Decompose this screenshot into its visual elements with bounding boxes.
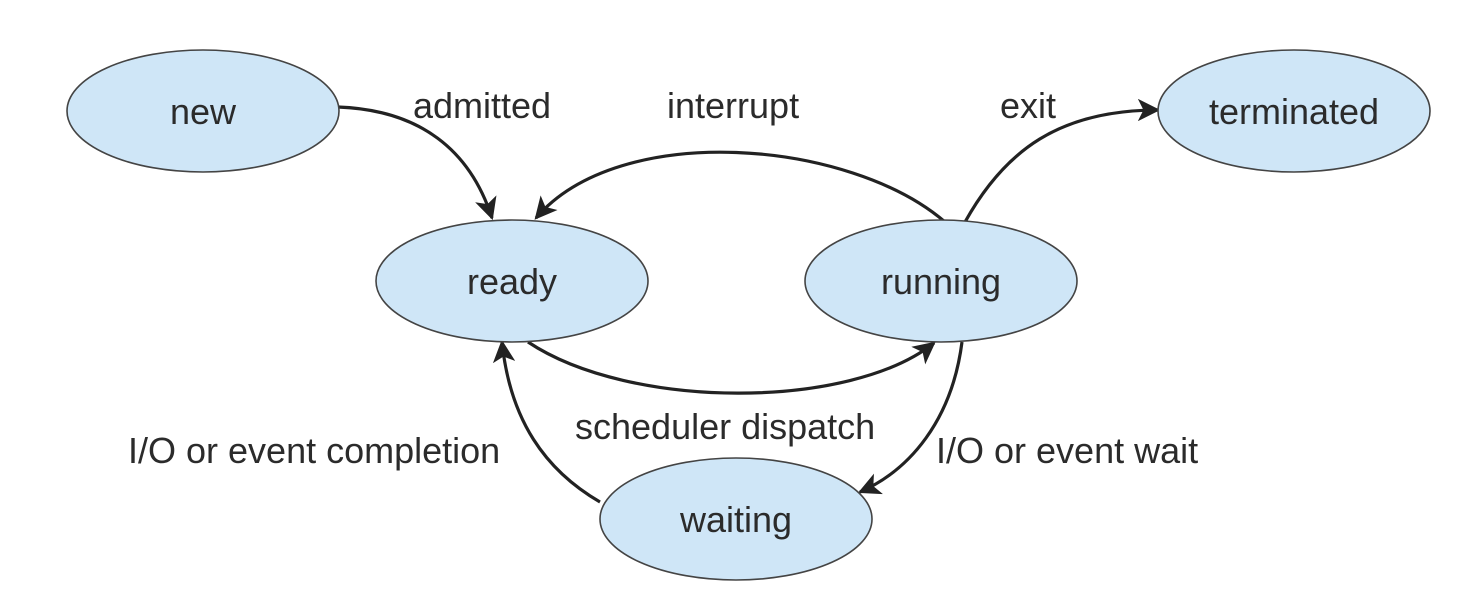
state-terminated-label: terminated [1209,91,1379,132]
label-io-event-wait: I/O or event wait [936,430,1198,471]
state-new-label: new [170,91,237,132]
edge-interrupt [534,150,947,224]
label-exit: exit [1000,85,1056,126]
label-io-event-completion: I/O or event completion [128,430,500,471]
state-waiting: waiting [599,457,873,581]
state-ready: ready [375,219,649,343]
edge-io-event-completion [492,339,601,504]
state-ready-label: ready [467,261,557,302]
state-running-label: running [881,261,1001,302]
edge-io-event-wait [857,341,964,495]
edge-exit [963,98,1161,223]
label-interrupt: interrupt [667,85,799,126]
state-new: new [66,49,340,173]
state-terminated: terminated [1157,49,1431,173]
edge-scheduler-dispatch [527,340,936,395]
label-scheduler-dispatch: scheduler dispatch [575,406,875,447]
state-running: running [804,219,1078,343]
label-admitted: admitted [413,85,551,126]
edge-admitted [337,105,497,221]
state-waiting-label: waiting [679,499,792,540]
